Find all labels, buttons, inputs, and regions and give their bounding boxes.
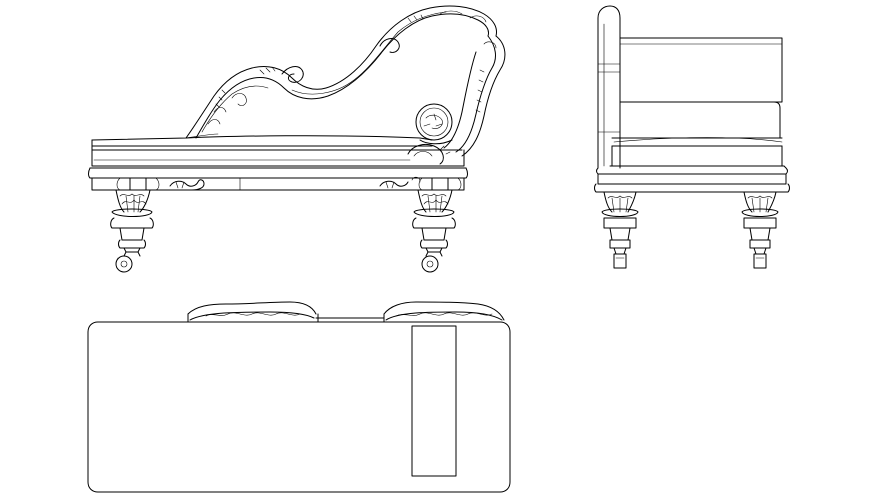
front-leg-right — [412, 189, 456, 273]
front-backrest-carving — [185, 5, 497, 139]
side-backrest — [619, 37, 783, 103]
side-leg-right — [741, 191, 779, 269]
front-seat-cushion — [91, 133, 433, 147]
plan-arm-cushion — [411, 325, 457, 477]
side-leg-left — [601, 191, 639, 269]
plan-seat-outline — [87, 321, 511, 493]
front-leg-left — [110, 189, 154, 273]
plan-back-rail — [187, 301, 505, 323]
front-seat-rail — [88, 145, 468, 191]
front-armrest — [407, 35, 506, 165]
front-elevation-view — [88, 5, 506, 273]
side-base-rail — [594, 173, 790, 193]
side-seat-cushion — [596, 101, 788, 175]
plan-view — [87, 301, 511, 493]
side-back-post — [597, 5, 621, 169]
side-elevation-view — [594, 5, 790, 269]
